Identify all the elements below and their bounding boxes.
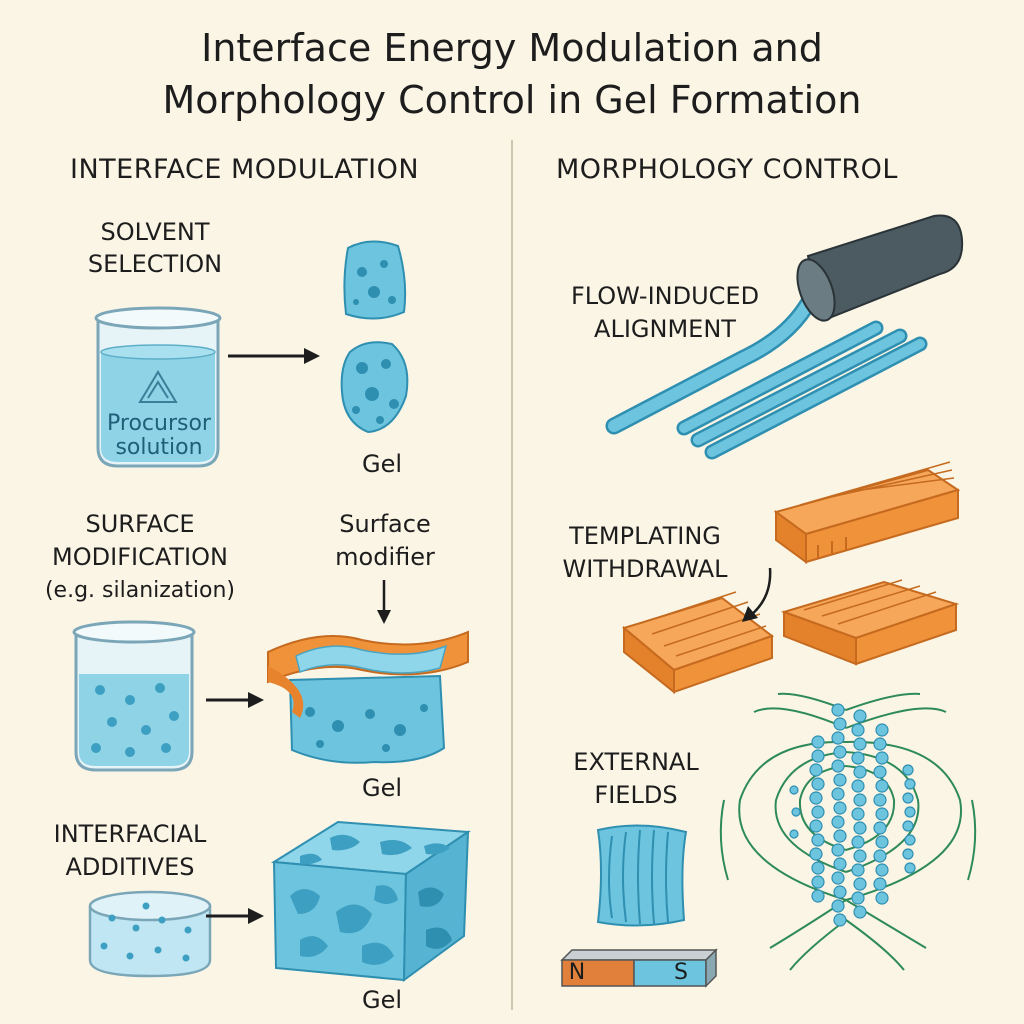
gel-label-additives: Gel [361,986,403,1014]
title-line-1: Interface Energy Modulation and [201,26,823,70]
label-external-fields: EXTERNAL FIELDS [556,746,716,812]
arrow-templating [742,567,772,622]
title-line-2: Morphology Control in Gel Formation [162,78,862,122]
flow-nozzle-fibers [605,214,964,460]
label-modifier-line2: modifier [335,543,435,571]
label-solvent-line2: SELECTION [87,250,223,278]
beaker-label-line1: Procursor [107,411,211,436]
label-fields-line2: FIELDS [594,781,678,809]
label-templating-line2: WITHDRAWAL [562,555,728,583]
aligned-particle-chains [789,703,916,927]
heading-interface-modulation: INTERFACE MODULATION [70,154,420,185]
beaker-label-line2: solution [115,435,203,460]
label-flow-line2: ALIGNMENT [594,315,736,343]
diagram-title: Interface Energy Modulation and Morpholo… [0,22,1024,126]
template-top [773,461,961,564]
modified-gel [267,630,469,764]
template-bottom-right [780,579,960,666]
additive-dish [88,890,212,978]
label-templating-line1: TEMPLATING [569,522,721,550]
gel-label-solvent: Gel [361,450,403,478]
precursor-beaker [94,306,222,468]
label-solvent-selection: SOLVENT SELECTION [70,216,240,280]
particle-beaker [72,620,196,772]
arrow-modifier-down [377,580,391,624]
porous-gel-block [270,820,471,983]
beaker-label: Procursor solution [100,412,218,460]
template-bottom-left [621,591,775,695]
gel-label-surface: Gel [361,774,403,802]
label-flow-induced-alignment: FLOW-INDUCED ALIGNMENT [548,280,782,346]
label-flow-line1: FLOW-INDUCED [570,282,760,310]
gel-pieces-solvent [340,240,409,434]
label-surface-line3: (e.g. silanization) [44,578,236,603]
label-surface-line2: MODIFICATION [52,543,228,571]
label-additives-line1: INTERFACIAL [53,820,207,848]
label-surface-modification: SURFACE MODIFICATION (e.g. silanization) [22,508,258,607]
bar-magnet [560,948,718,988]
magnet-north-label: N [568,960,586,985]
label-surface-line1: SURFACE [85,510,195,538]
label-fields-line1: EXTERNAL [573,748,699,776]
label-modifier-line1: Surface [339,510,431,538]
heading-morphology-control: MORPHOLOGY CONTROL [556,154,898,185]
label-surface-modifier: Surface modifier [318,508,452,574]
field-gel-sample [596,824,688,927]
arrow-additives [206,908,264,924]
magnet-south-label: S [674,960,688,985]
field-lines [719,692,977,971]
arrow-solvent [228,348,320,364]
label-interfacial-additives: INTERFACIAL ADDITIVES [40,818,220,884]
label-templating-withdrawal: TEMPLATING WITHDRAWAL [540,520,750,586]
arrow-surface [206,692,264,708]
label-solvent-line1: SOLVENT [100,218,210,246]
label-additives-line2: ADDITIVES [65,853,195,881]
